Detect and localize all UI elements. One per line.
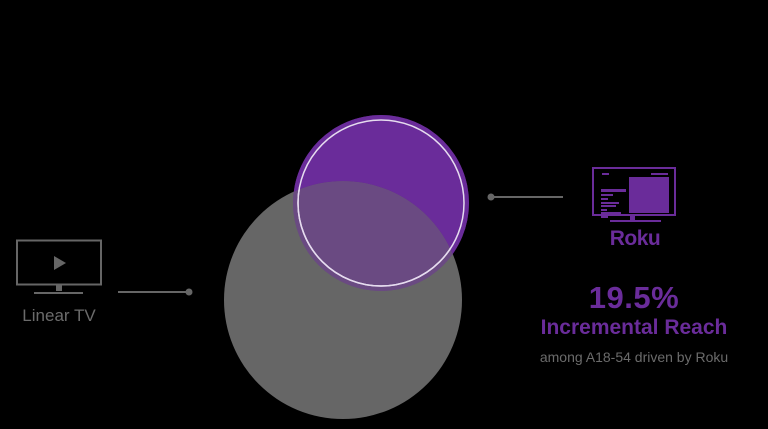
- incremental-reach-sublabel: among A18-54 driven by Roku: [539, 349, 729, 365]
- incremental-reach-value: 19.5%: [588, 280, 680, 315]
- linear-tv-connector: [118, 288, 193, 296]
- roku-label: Roku: [609, 227, 661, 250]
- linear-tv-label: Linear TV: [22, 306, 96, 325]
- tv-play-icon: [16, 239, 102, 294]
- roku-only-region: [293, 115, 469, 291]
- roku-connector: [487, 193, 563, 201]
- incremental-reach-label: Incremental Reach: [540, 316, 728, 339]
- monitor-roku-icon: [592, 167, 676, 222]
